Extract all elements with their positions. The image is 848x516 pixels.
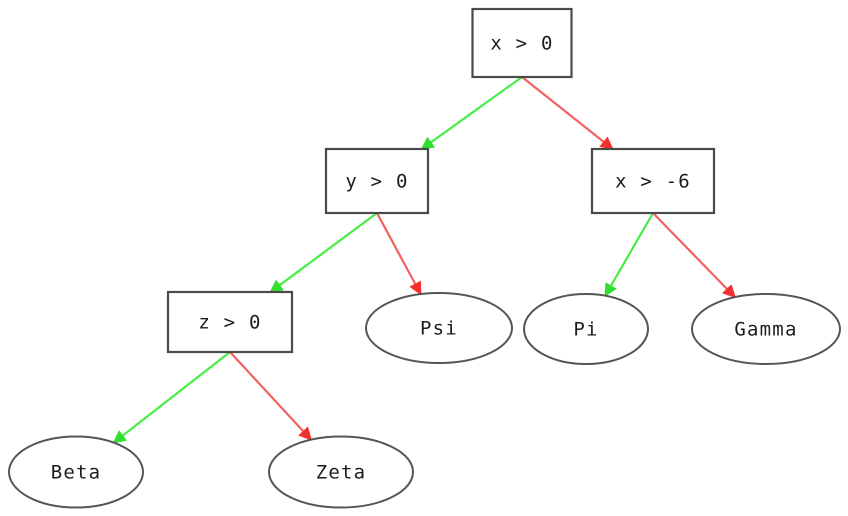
node-beta[interactable]: Beta bbox=[8, 435, 144, 509]
node-pi[interactable]: Pi bbox=[523, 293, 649, 365]
node-beta-label: Beta bbox=[51, 462, 102, 484]
node-ygt0-label: y > 0 bbox=[345, 171, 408, 193]
node-zeta[interactable]: Zeta bbox=[268, 435, 414, 509]
node-zeta-ellipse bbox=[268, 435, 414, 509]
node-psi[interactable]: Psi bbox=[365, 292, 513, 364]
node-root[interactable]: x > 0 bbox=[471, 7, 573, 79]
node-pi-label: Pi bbox=[573, 319, 598, 341]
node-zeta-label: Zeta bbox=[316, 462, 367, 484]
node-ygt0-rect bbox=[324, 147, 430, 215]
node-gamma-label: Gamma bbox=[734, 319, 797, 341]
edge-root-ygt0-true bbox=[420, 76, 523, 150]
edge-zgt0-beta-true bbox=[112, 351, 231, 444]
edges-layer bbox=[112, 76, 736, 444]
edge-zgt0-zeta-false bbox=[229, 351, 313, 441]
node-gamma[interactable]: Gamma bbox=[691, 293, 841, 365]
node-ygt0[interactable]: y > 0 bbox=[324, 147, 430, 215]
edge-xgtm6-pi-true bbox=[604, 212, 654, 297]
edge-root-xgtm6-false bbox=[521, 76, 614, 150]
node-zgt0-rect bbox=[166, 290, 294, 354]
edge-xgtm6-gamma-false bbox=[652, 212, 736, 299]
node-xgtm6[interactable]: x > -6 bbox=[590, 147, 716, 215]
edge-ygt0-zgt0-true bbox=[269, 212, 378, 293]
node-zgt0[interactable]: z > 0 bbox=[166, 290, 294, 354]
node-psi-ellipse bbox=[365, 292, 513, 364]
node-root-label: x > 0 bbox=[490, 33, 553, 55]
node-zgt0-label: z > 0 bbox=[198, 312, 261, 334]
node-root-rect bbox=[471, 7, 573, 79]
edge-ygt0-psi-false bbox=[376, 212, 422, 296]
node-beta-ellipse bbox=[8, 435, 144, 509]
node-psi-label: Psi bbox=[420, 318, 458, 340]
node-xgtm6-rect bbox=[590, 147, 716, 215]
node-pi-ellipse bbox=[523, 293, 649, 365]
node-xgtm6-label: x > -6 bbox=[615, 171, 691, 193]
node-gamma-ellipse bbox=[691, 293, 841, 365]
